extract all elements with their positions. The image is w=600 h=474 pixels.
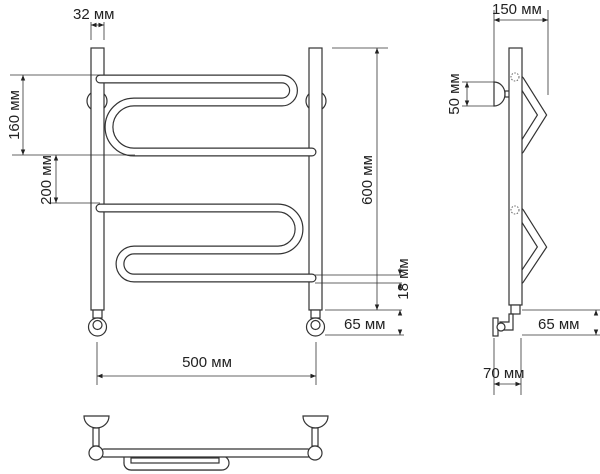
side-valve [492,304,521,337]
right-post [308,47,323,311]
side-bar-lower [515,207,548,285]
dimension-height: 600 мм [325,47,402,311]
dimension-top-bar-spacing: 160 мм [6,74,135,156]
dimension-label: 600 мм [359,155,376,205]
dimension-label: 50 мм [446,73,463,114]
dimension-label: 32 мм [73,6,114,23]
top-view [83,415,329,471]
dimension-label: 18 мм [395,258,412,299]
dimension-valve-height-side: 65 мм [522,309,600,336]
dimension-post-width: 32 мм [73,6,114,40]
upper-serpentine-tube [95,74,317,157]
side-view [492,47,548,337]
dimension-label: 160 мм [6,90,23,140]
dimension-label: 70 мм [483,365,524,382]
dimension-depth: 150 мм [492,1,549,95]
valve-right [305,309,326,337]
dimension-label: 150 мм [492,1,542,18]
lower-serpentine-tube [95,203,317,283]
left-post [90,47,105,311]
wall-bracket-cup [493,81,506,107]
dimension-bar-group-gap: 200 мм [38,155,100,205]
valve-left [87,309,108,337]
dimension-valve-depth: 70 мм [483,338,524,395]
dimension-label: 65 мм [538,316,579,333]
dimension-width: 500 мм [96,342,317,385]
side-post [508,47,523,306]
dimension-label: 65 мм [344,316,385,333]
dimension-bracket-size: 50 мм [446,73,494,115]
dimension-valve-height-front: 65 мм [325,310,404,336]
side-bar-upper [515,75,548,155]
dimension-label: 200 мм [38,155,55,205]
dimension-label: 500 мм [182,354,232,371]
front-view [86,47,327,337]
dimension-bottom-bar-offset: 18 мм [315,258,412,300]
